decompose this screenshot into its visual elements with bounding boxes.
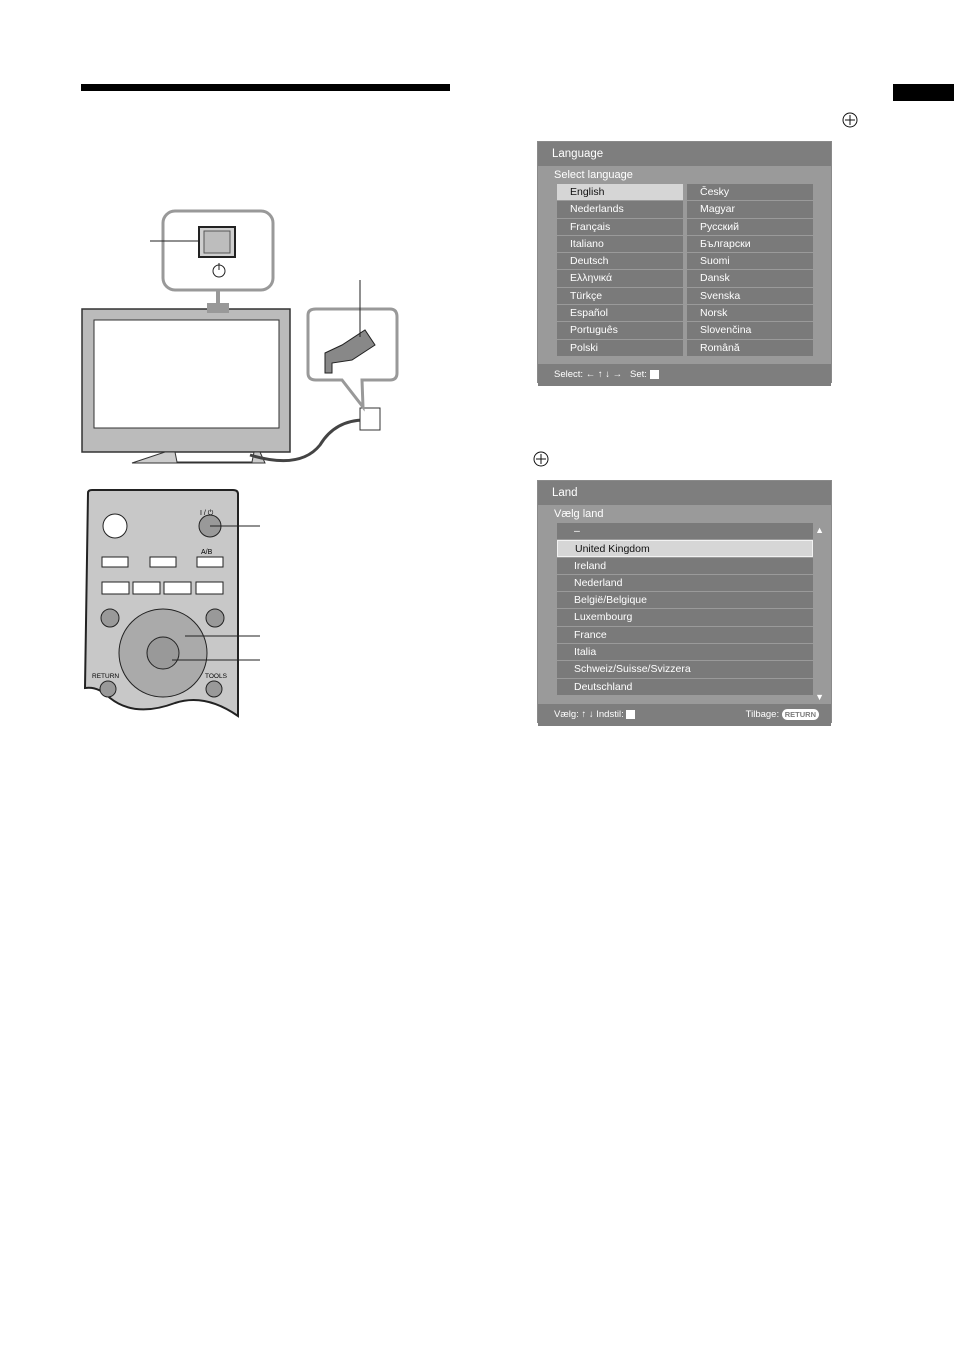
language-option[interactable]: Ελληνικά: [557, 270, 683, 287]
country-option[interactable]: Nederland: [557, 574, 813, 592]
country-option[interactable]: Deutschland: [557, 678, 813, 695]
language-option[interactable]: Deutsch: [557, 253, 683, 270]
footer-set-label: Set:: [630, 369, 647, 380]
country-option[interactable]: France: [557, 626, 813, 644]
footer-select-label: Vælg:: [554, 709, 579, 720]
language-option[interactable]: Italiano: [557, 235, 683, 253]
language-option[interactable]: Türkçe: [557, 287, 683, 305]
language-option[interactable]: Dansk: [687, 270, 813, 287]
enter-button-icon: [842, 112, 858, 128]
country-option[interactable]: België/Belgique: [557, 592, 813, 609]
tv-illustration: [81, 209, 399, 464]
footer-set-label: Indstil:: [596, 709, 624, 720]
language-option[interactable]: Polski: [557, 339, 683, 356]
section-heading-rule: [81, 84, 450, 91]
language-menu-title: Language: [538, 142, 831, 166]
country-option[interactable]: Ireland: [557, 557, 813, 574]
language-menu-footer: Select: ← ↑ ↓ → Set:: [538, 364, 831, 386]
country-menu-footer: Vælg: ↑ ↓ Indstil: Tilbage: RETURN: [538, 704, 831, 726]
scroll-up-icon[interactable]: ▲: [815, 525, 824, 535]
set-grid-icon: [649, 369, 659, 379]
country-option[interactable]: Luxembourg: [557, 609, 813, 626]
footer-arrows: ↑ ↓: [581, 709, 594, 720]
scroll-down-icon[interactable]: ▼: [815, 692, 824, 702]
remote-return-label: RETURN: [92, 673, 119, 680]
language-option[interactable]: Română: [687, 339, 813, 356]
country-menu-title: Land: [538, 481, 831, 505]
language-option[interactable]: Nederlands: [557, 201, 683, 218]
language-option[interactable]: English: [557, 184, 683, 201]
language-option[interactable]: Português: [557, 322, 683, 339]
language-option[interactable]: Svenska: [687, 287, 813, 305]
set-grid-icon: [626, 709, 636, 719]
country-option[interactable]: United Kingdom: [557, 540, 813, 557]
language-option[interactable]: Русский: [687, 218, 813, 235]
footer-back-label: Tilbage:: [745, 709, 780, 720]
footer-arrows: ← ↑ ↓ →: [585, 369, 623, 380]
remote-control-illustration: I / ⏻ A/B RETURN TOOLS: [83, 489, 260, 718]
country-option[interactable]: Schweiz/Suisse/Svizzera: [557, 661, 813, 678]
enter-button-icon: [533, 451, 549, 467]
language-option[interactable]: Español: [557, 305, 683, 322]
language-option[interactable]: Norsk: [687, 305, 813, 322]
language-option[interactable]: Česky: [687, 184, 813, 201]
country-option[interactable]: Italia: [557, 644, 813, 661]
footer-select-label: Select:: [554, 369, 584, 380]
language-option[interactable]: Suomi: [687, 253, 813, 270]
language-option[interactable]: Slovenčina: [687, 322, 813, 339]
remote-power-label: I / ⏻: [200, 509, 214, 517]
country-menu-subtitle: Vælg land: [538, 505, 831, 523]
language-option[interactable]: Български: [687, 235, 813, 253]
country-option[interactable]: –: [557, 523, 813, 540]
chapter-tab: [893, 84, 954, 101]
remote-ab-label: A/B: [201, 549, 213, 556]
footer-back: Tilbage: RETURN: [746, 704, 819, 726]
language-menu-subtitle: Select language: [538, 166, 831, 184]
language-option[interactable]: Français: [557, 218, 683, 235]
remote-tools-label: TOOLS: [205, 673, 228, 680]
return-badge: RETURN: [781, 708, 819, 720]
language-option[interactable]: Magyar: [687, 201, 813, 218]
